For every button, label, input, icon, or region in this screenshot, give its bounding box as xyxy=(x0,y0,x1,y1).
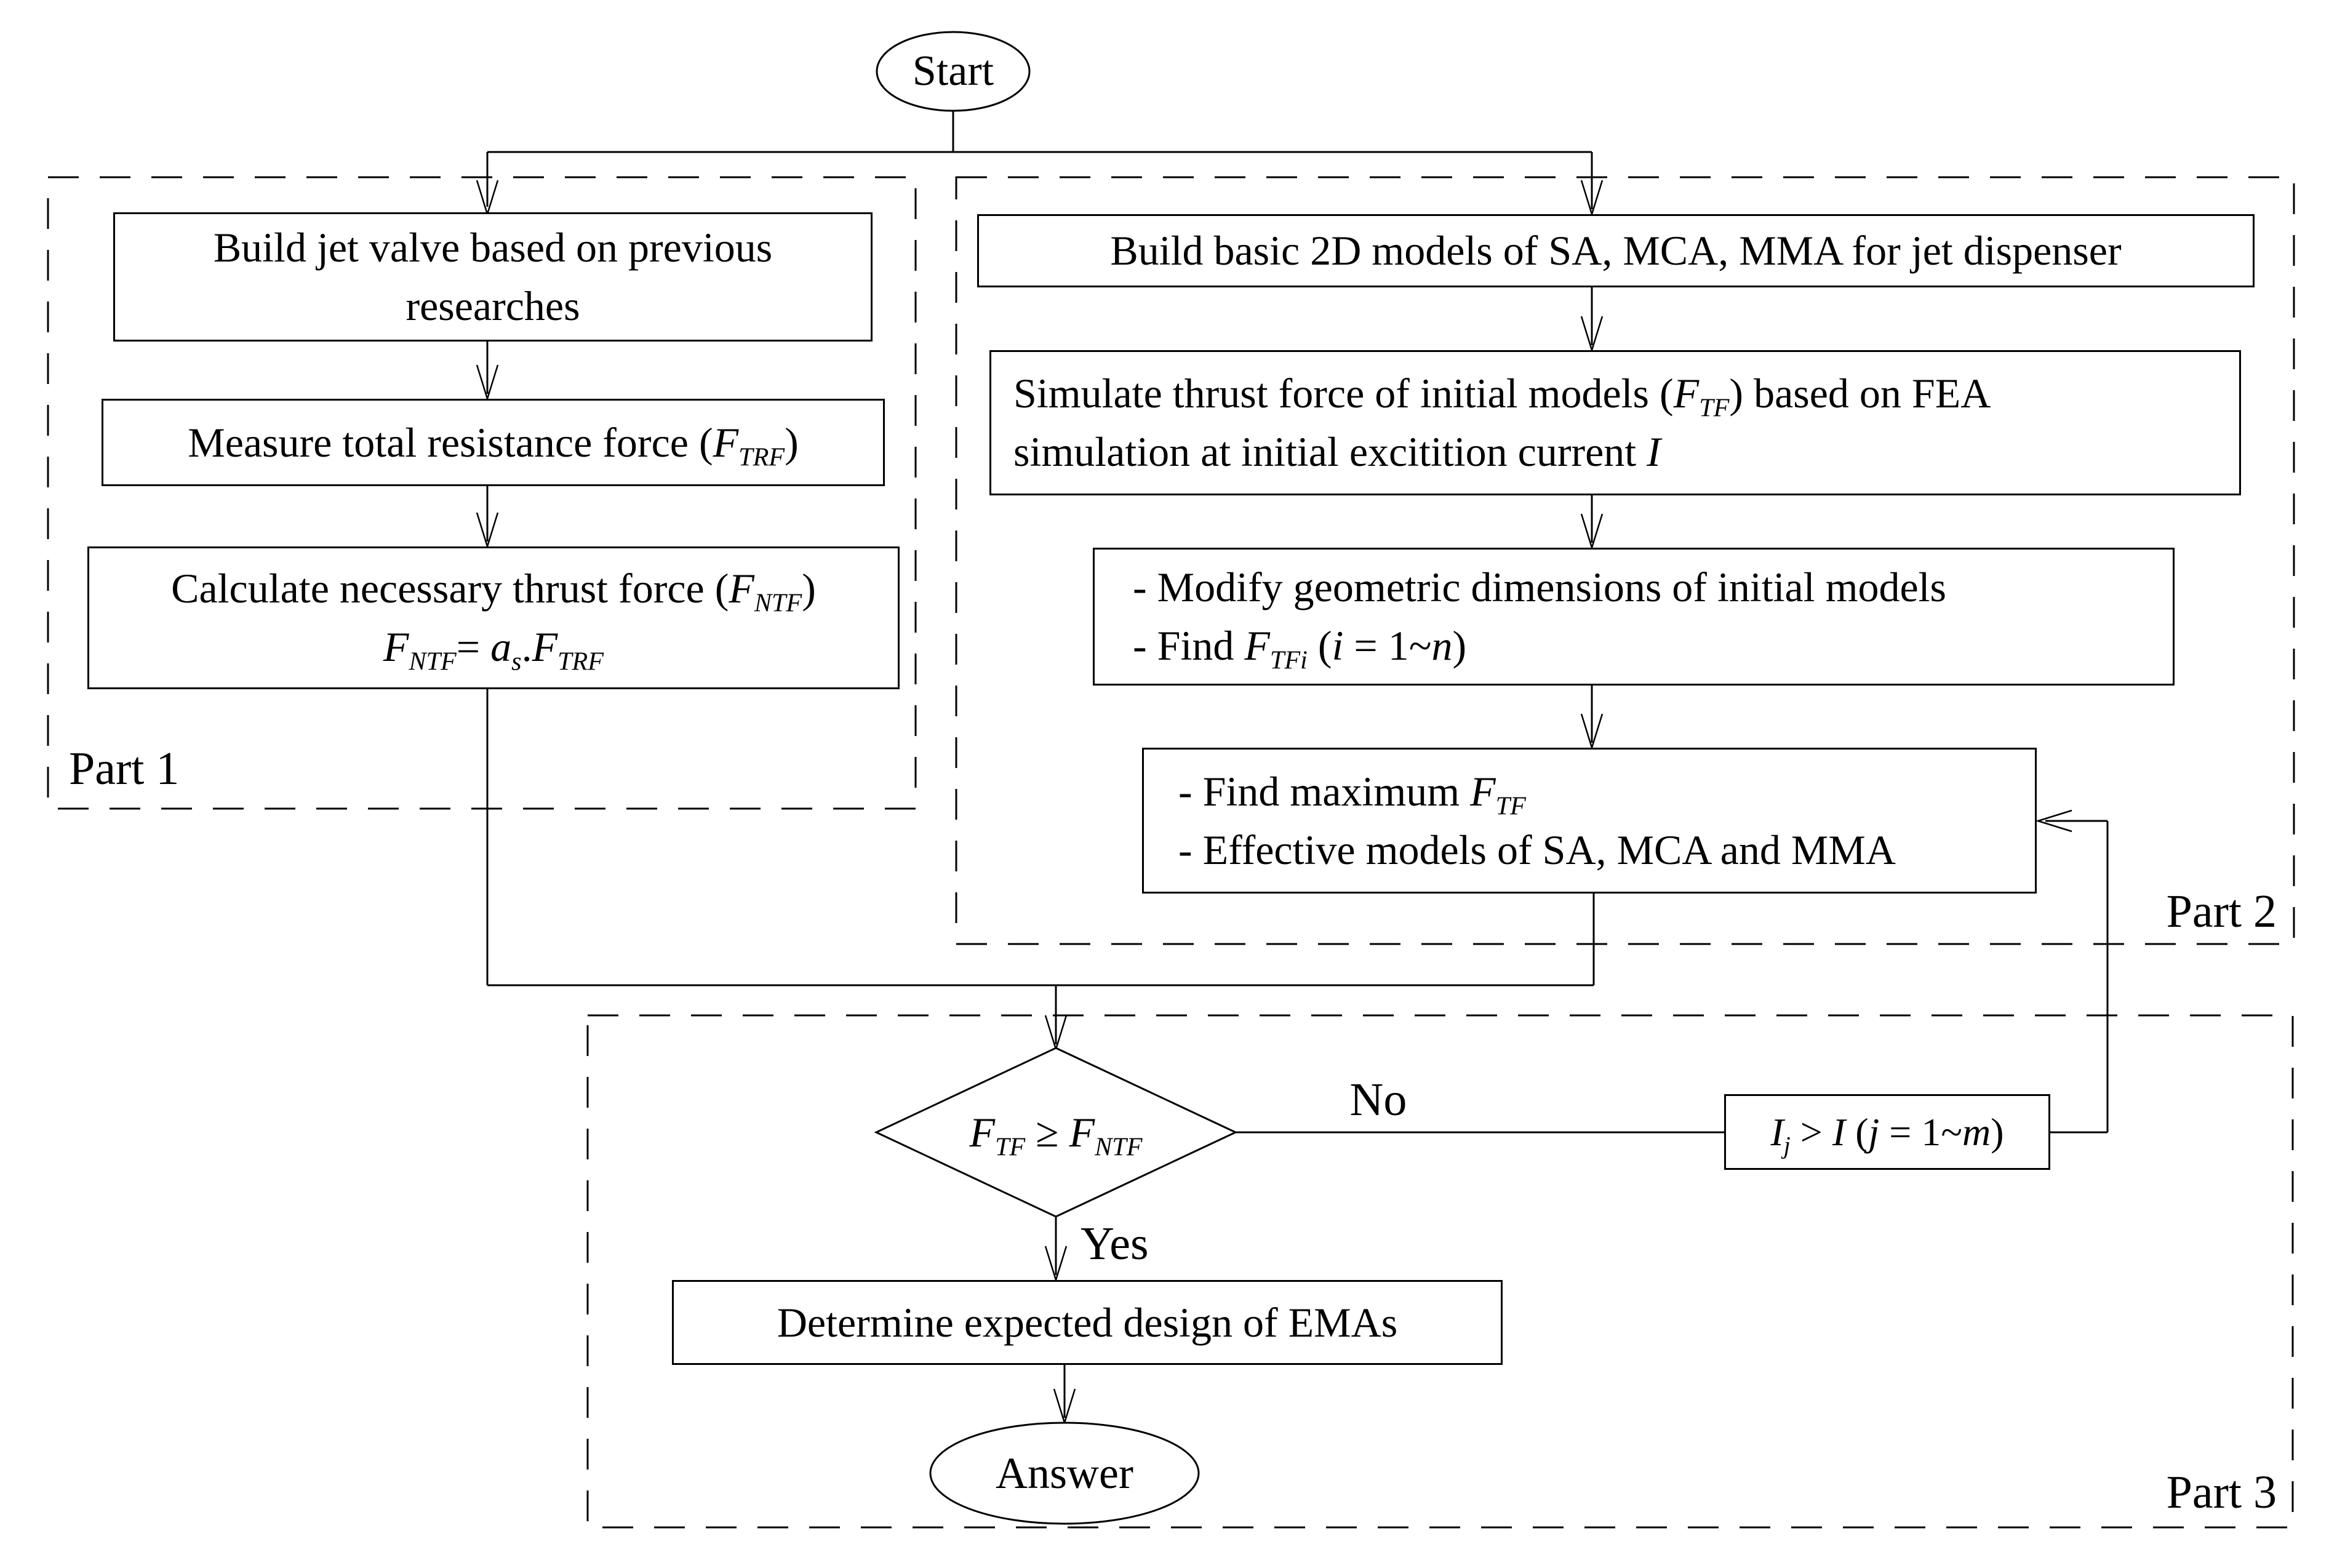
answer-terminator-label: Answer xyxy=(996,1449,1133,1498)
yes-branch-label: Yes xyxy=(1081,1218,1149,1270)
decision-diamond-shape xyxy=(874,1047,1238,1218)
measure-resistance-force-step: Measure total resistance force (FTRF) xyxy=(102,399,885,486)
part1-region xyxy=(47,176,917,810)
determine-design-step: Determine expected design of EMAs xyxy=(672,1280,1503,1365)
no-branch-label: No xyxy=(1349,1074,1407,1126)
start-terminator-label: Start xyxy=(912,47,994,95)
part3-region xyxy=(586,1014,2294,1529)
part2-region-label: Part 2 xyxy=(2166,886,2277,937)
part1-region-label: Part 1 xyxy=(69,743,180,794)
part2-region xyxy=(955,176,2295,945)
flow-connectors xyxy=(486,111,2109,1418)
calculate-thrust-force-step: Calculate necessary thrust force (FNTF)F… xyxy=(87,546,900,689)
answer-terminator-shape xyxy=(929,1422,1200,1525)
decision-condition-text: FTF ≥ FNTF xyxy=(969,1108,1143,1161)
build-2d-models-step: Build basic 2D models of SA, MCA, MMA fo… xyxy=(977,214,2255,287)
start-terminator-shape xyxy=(876,31,1031,112)
excitation-current-condition-box: Ij > I (j = 1~m) xyxy=(1724,1094,2050,1170)
part3-region-label: Part 3 xyxy=(2166,1466,2277,1518)
arrow-left-icon xyxy=(2035,809,2072,833)
simulate-thrust-force-step: Simulate thrust force of initial models … xyxy=(989,350,2241,495)
find-maximum-step: - Find maximum FTF- Effective models of … xyxy=(1142,748,2037,894)
modify-dimensions-step: - Modify geometric dimensions of initial… xyxy=(1093,548,2175,686)
